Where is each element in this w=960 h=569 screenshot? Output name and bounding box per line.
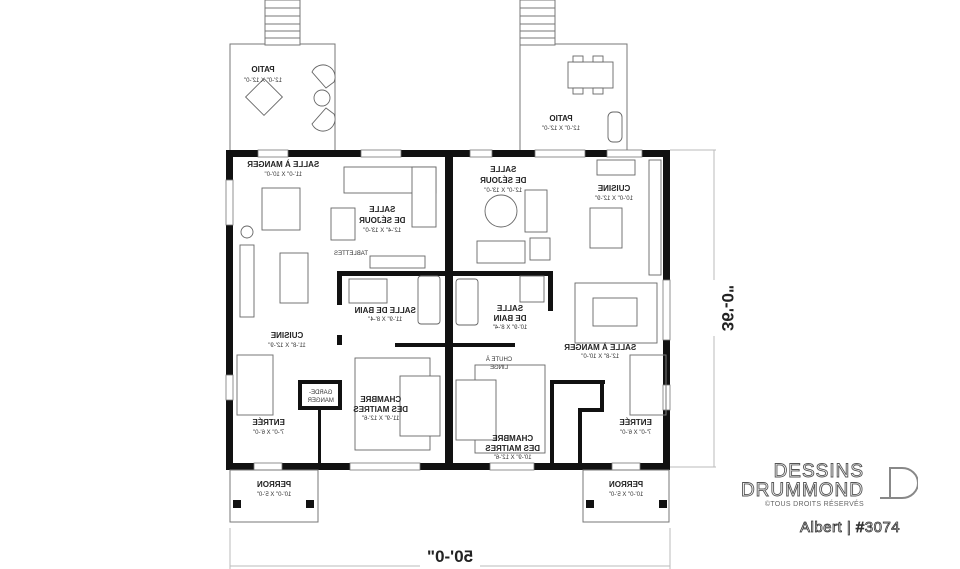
patio-right [519, 0, 628, 150]
svg-text:7'-0" X 6'-0": 7'-0" X 6'-0" [253, 430, 284, 436]
svg-text:11'-9" X 12'-6": 11'-9" X 12'-6" [362, 416, 399, 422]
porch-right [582, 469, 670, 523]
svg-text:12'-8" X 10'-0": 12'-8" X 10'-0" [581, 354, 619, 360]
svg-text:11'-0" X 10'-0": 11'-0" X 10'-0" [264, 172, 301, 178]
bath-right-label: SALLE [496, 304, 523, 313]
entry-right-label: ENTRÉE [619, 418, 652, 427]
door-d-logo-icon [880, 467, 918, 499]
furniture-left [239, 166, 441, 451]
exterior-walls [225, 149, 671, 471]
model-name: Albert | #3074 [800, 519, 901, 537]
svg-text:10'-0" X 5'-0": 10'-0" X 5'-0" [609, 492, 644, 498]
svg-text:12'-0" X 12'-0": 12'-0" X 12'-0" [542, 126, 580, 132]
svg-text:7'-0" X 6'-0": 7'-0" X 6'-0" [620, 430, 651, 436]
svg-text:12'-4" X 13'-0": 12'-4" X 13'-0" [363, 228, 401, 234]
living-left-label: SALLE [368, 205, 395, 214]
porch-right-label: PERRON [609, 480, 643, 489]
svg-text:12'-0" X 13'-0": 12'-0" X 13'-0" [484, 188, 522, 194]
svg-text:10'-9" X 8'-4": 10'-9" X 8'-4" [493, 325, 528, 331]
master-right-label: CHAMBRE [492, 434, 534, 443]
living-right-label: SALLE [489, 165, 516, 174]
svg-text:DES MAITRES: DES MAITRES [485, 444, 540, 453]
dining-left-label: SALLE À MANGER [247, 160, 319, 169]
patio-left-label: PATIO [251, 65, 274, 74]
master-left-label: CHAMBRE [360, 395, 402, 404]
overall-depth-label: 36'-0" [718, 285, 737, 331]
porch-left [229, 469, 319, 523]
overall-width-label: 50'-0" [427, 547, 473, 566]
svg-text:11'-9" X 8'-4": 11'-9" X 8'-4" [368, 317, 402, 323]
shelves-label: TABLETTES [334, 251, 368, 257]
brand-block: DESSINS DRUMMOND ©TOUS DROITS RÉSERVÉS [741, 462, 864, 508]
room-labels: PATIO 12'-0" X 12'-0" PATIO 12'-0" X 12'… [244, 65, 737, 566]
bath-left-label: SALLE DE BAIN [354, 306, 416, 315]
dining-right-label: SALLE À MANGER [564, 343, 636, 352]
svg-text:12'-0" X 12'-0": 12'-0" X 12'-0" [244, 78, 282, 84]
patio-right-label: PATIO [549, 114, 572, 123]
entry-left-label: ENTRÉE [252, 418, 285, 427]
brand-name-line2: DRUMMOND [740, 480, 864, 501]
svg-text:DE SÉJOUR: DE SÉJOUR [480, 176, 526, 185]
svg-text:DE BAIN: DE BAIN [493, 314, 526, 323]
linen-chute-label: CHUTE À [486, 356, 512, 363]
kitchen-right-label: CUISINE [597, 184, 630, 193]
svg-text:10'-0" X 5'-0": 10'-0" X 5'-0" [257, 492, 292, 498]
rights-reserved: ©TOUS DROITS RÉSERVÉS [764, 501, 864, 508]
svg-text:10'-9" X 12'-6": 10'-9" X 12'-6" [494, 455, 532, 461]
porch-left-label: PERRON [257, 480, 291, 489]
svg-text:DES MAITRES: DES MAITRES [353, 405, 408, 414]
patio-left [229, 0, 336, 150]
kitchen-left-label: CUISINE [270, 331, 303, 340]
brand-name-line1: DESSINS [773, 461, 864, 482]
svg-text:11'-8" X 12'-9": 11'-8" X 12'-9" [268, 343, 305, 349]
interior-walls [236, 271, 667, 463]
svg-text:DE SÉJOUR: DE SÉJOUR [359, 216, 405, 225]
svg-text:LINGE: LINGE [490, 365, 508, 371]
pantry-label: GARDE- [309, 390, 332, 396]
dimension-lines [229, 149, 716, 569]
svg-text:MANGER: MANGER [307, 398, 334, 404]
furniture-right [455, 159, 662, 454]
svg-text:10'-0" X 12'-9": 10'-0" X 12'-9" [595, 196, 633, 202]
